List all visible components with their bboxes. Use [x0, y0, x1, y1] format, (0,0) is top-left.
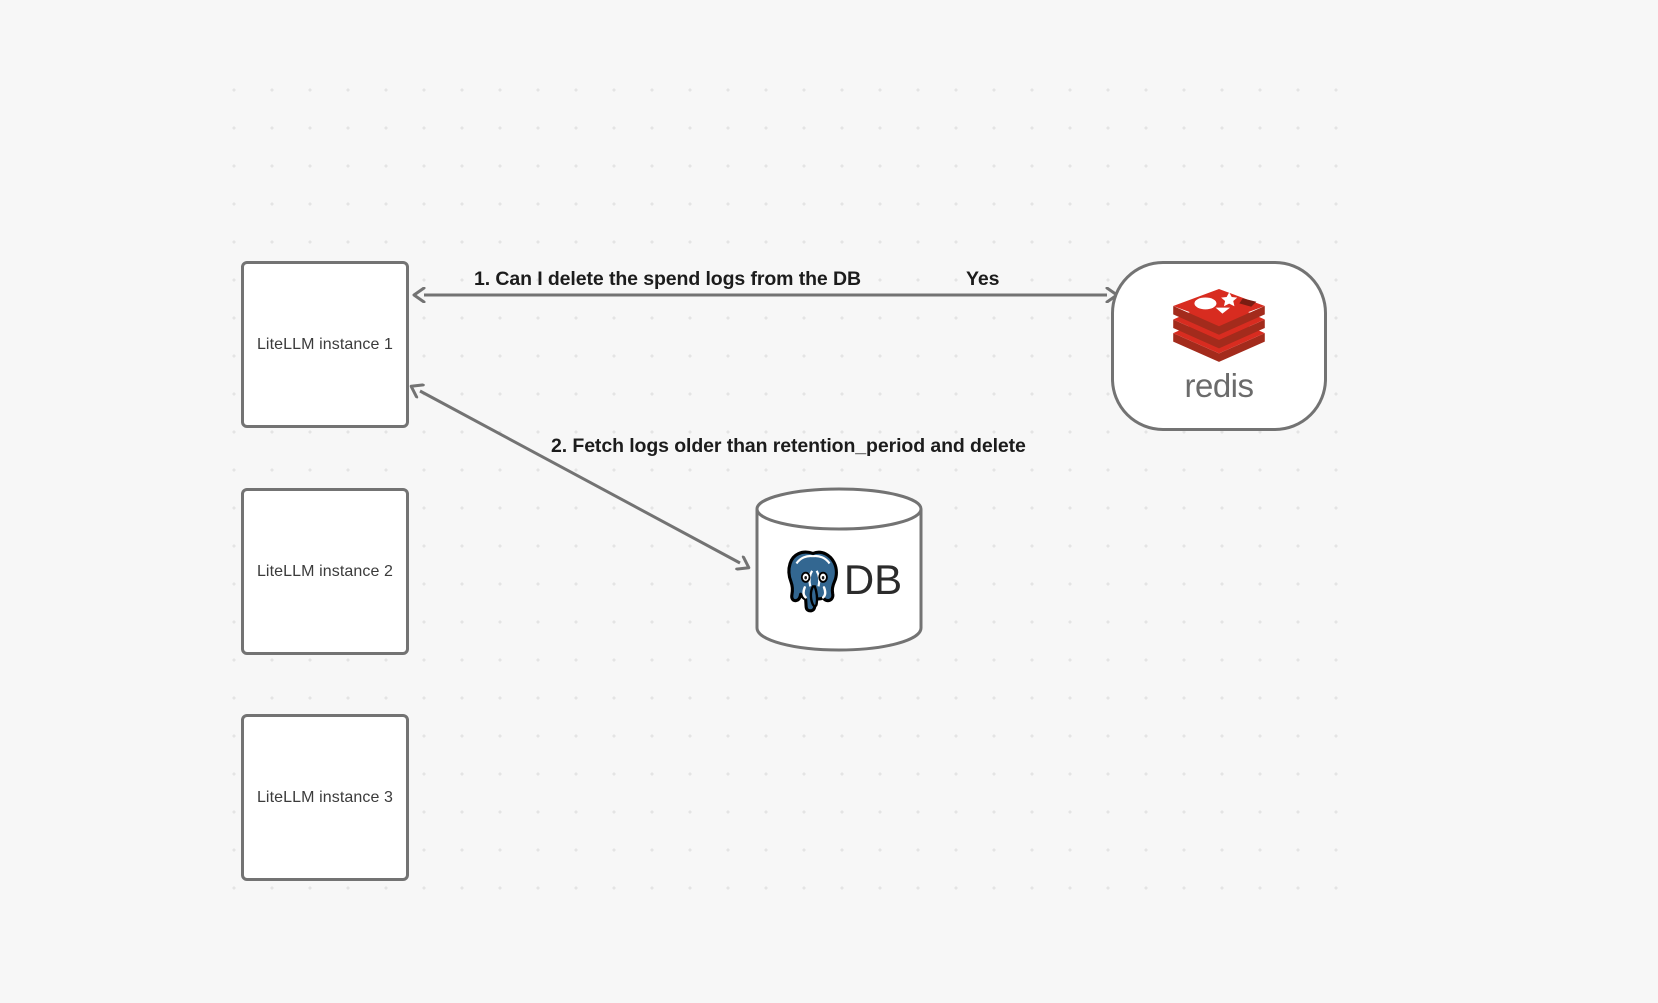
postgresql-elephant-icon [787, 550, 838, 612]
redis-wordmark: redis [1184, 369, 1254, 404]
node-postgres-db[interactable]: DB [753, 487, 925, 652]
node-label: LiteLLM instance 3 [256, 788, 394, 806]
node-litellm-instance-2[interactable]: LiteLLM instance 2 [241, 488, 409, 655]
edge-label-yes: Yes [966, 268, 1000, 290]
edge-db-to-litellm1 [420, 391, 740, 563]
node-label: LiteLLM instance 1 [256, 335, 394, 353]
db-content-wrap: DB [753, 487, 925, 650]
edge-label-2: 2. Fetch logs older than retention_perio… [551, 435, 1026, 457]
db-content: DB [780, 547, 902, 613]
node-litellm-instance-3[interactable]: LiteLLM instance 3 [241, 714, 409, 881]
edge-label-1: 1. Can I delete the spend logs from the … [474, 268, 861, 290]
db-label: DB [843, 555, 903, 603]
node-litellm-instance-1[interactable]: LiteLLM instance 1 [241, 261, 409, 428]
svg-text:redis: redis [1184, 369, 1253, 404]
redis-logo-icon [1173, 289, 1265, 362]
node-redis[interactable]: redis [1111, 261, 1327, 431]
node-label: LiteLLM instance 2 [256, 562, 394, 580]
